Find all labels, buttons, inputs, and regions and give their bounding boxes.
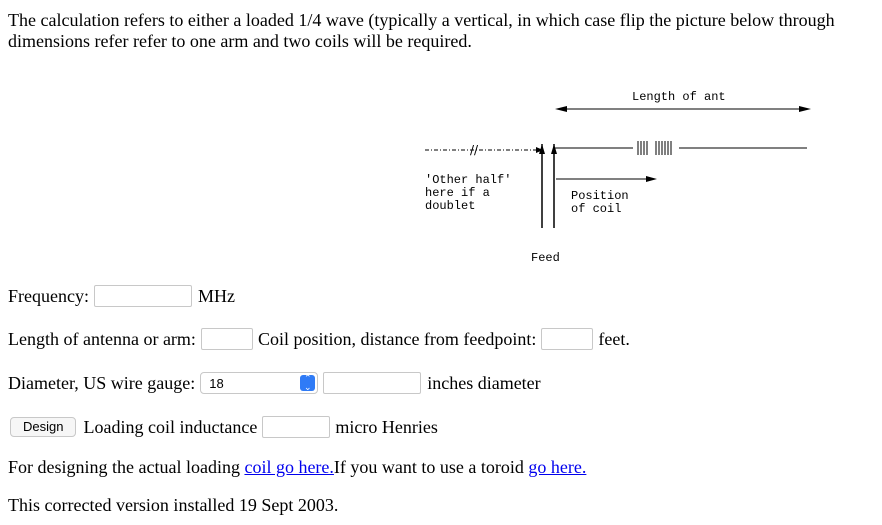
select-chevron-icon: ⌃⌄ — [300, 374, 316, 392]
frequency-input[interactable] — [93, 285, 192, 307]
feed-label: Feed — [531, 251, 560, 265]
inductance-unit: micro Henries — [335, 416, 438, 437]
design-links-paragraph: For designing the actual loading coil go… — [8, 457, 586, 478]
intro-text: The calculation refers to either a loade… — [8, 10, 882, 52]
design-button[interactable]: Design — [10, 417, 77, 437]
wire-gauge-select[interactable]: 18 ⌃⌄ — [200, 372, 319, 394]
frequency-label: Frequency: — [8, 285, 89, 306]
other-half-label-2: here if a — [425, 186, 490, 200]
intro-line-2: dimensions refer refer to one arm and tw… — [8, 31, 472, 51]
antenna-diagram: Length of ant // 'Other half' here if a … — [425, 90, 811, 265]
toroid-link[interactable]: go here. — [528, 457, 587, 477]
position-label-1: Position — [571, 189, 629, 203]
footer-text-before: For designing the actual loading — [8, 457, 240, 477]
coil-position-input[interactable] — [541, 328, 594, 350]
feet-unit: feet. — [598, 328, 630, 349]
frequency-row: Frequency: MHz — [8, 283, 235, 309]
feed-up-arrow-2 — [551, 144, 557, 154]
diameter-label: Diameter, US wire gauge: — [8, 372, 196, 393]
design-row: Design Loading coil inductance micro Hen… — [8, 414, 438, 440]
length-arrow-right-head — [799, 106, 811, 112]
length-of-ant-label: Length of ant — [632, 90, 726, 104]
installed-note: This corrected version installed 19 Sept… — [8, 495, 339, 515]
loading-coil — [637, 141, 672, 155]
wire-gauge-value: 18 — [209, 375, 224, 391]
footer-text-mid: If you want to use a toroid — [333, 457, 524, 477]
feed-up-arrow — [539, 144, 545, 154]
diameter-row: Diameter, US wire gauge: 18 ⌃⌄ inches di… — [8, 370, 541, 396]
inches-unit: inches diameter — [427, 372, 541, 393]
inductance-label: Loading coil inductance — [83, 416, 258, 437]
position-arrow-head — [646, 176, 657, 182]
length-row: Length of antenna or arm: Coil position,… — [8, 326, 630, 352]
other-half-label-1: 'Other half' — [425, 173, 511, 187]
other-half-label-3: doublet — [425, 199, 475, 213]
inductance-input[interactable] — [262, 416, 331, 438]
length-input[interactable] — [200, 328, 253, 350]
frequency-unit: MHz — [197, 285, 235, 306]
intro-line-1: The calculation refers to either a loade… — [8, 10, 835, 30]
length-arrow-left-head — [555, 106, 567, 112]
coil-design-link[interactable]: coil go here. — [244, 457, 334, 477]
other-half-arrow-head — [536, 147, 543, 153]
break-mark: // — [470, 143, 479, 157]
length-label: Length of antenna or arm: — [8, 328, 196, 349]
position-label-2: of coil — [571, 202, 621, 216]
diameter-input[interactable] — [323, 372, 422, 394]
coil-position-label: Coil position, distance from feedpoint: — [257, 328, 537, 349]
